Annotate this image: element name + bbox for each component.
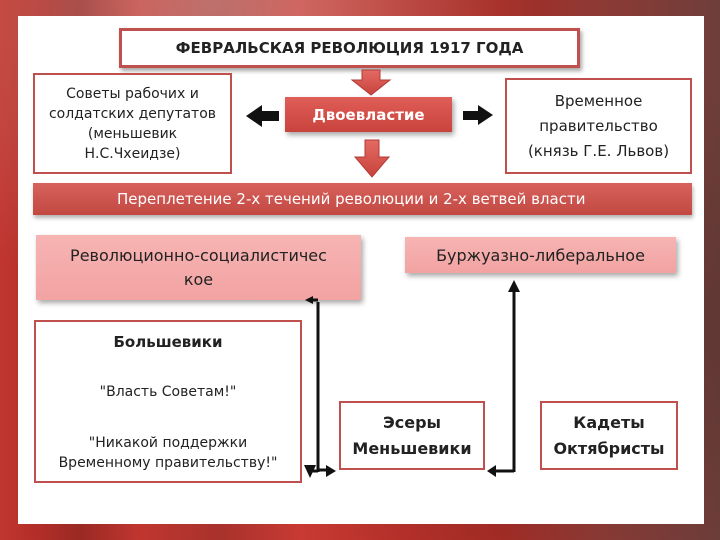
connector-revolutionary (304, 296, 336, 478)
arrow-left-soviets-icon (246, 105, 279, 127)
arrow-right-government-icon (463, 105, 493, 125)
arrow-down-title-icon (352, 70, 390, 95)
connector-liberal (487, 280, 520, 477)
arrow-down-band-icon (355, 140, 389, 177)
